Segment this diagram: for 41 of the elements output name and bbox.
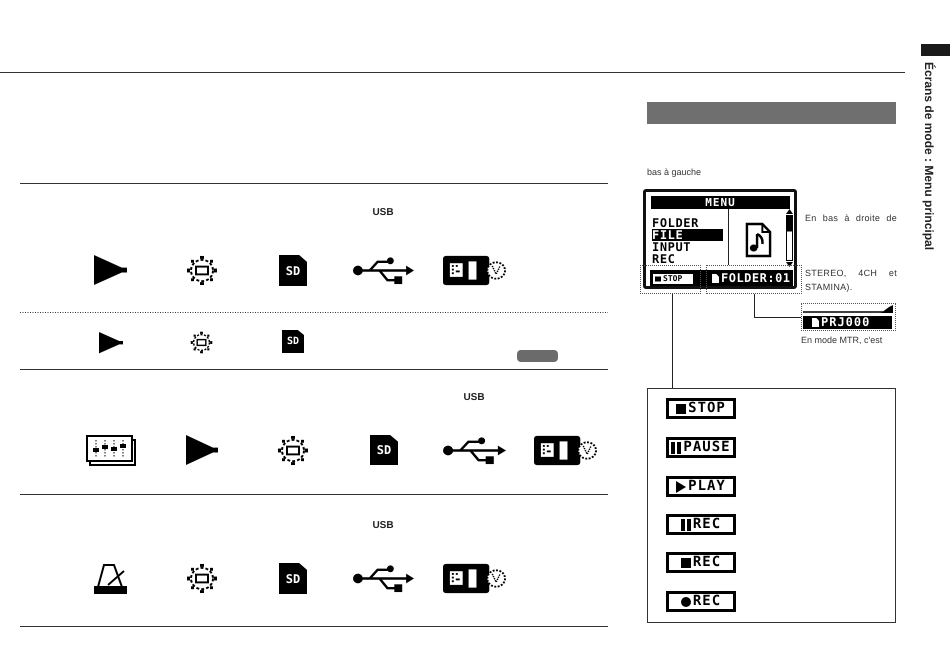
leader-line [672, 294, 673, 388]
sd-card-badge: SD [282, 330, 304, 353]
status-badge [666, 552, 736, 573]
folder-name: FOLDER:01 [721, 270, 791, 286]
status-text: REC [692, 555, 722, 570]
status-text: REC [692, 517, 722, 532]
note-text: En mode MTR, c'est [801, 334, 882, 346]
title-bar [651, 196, 790, 209]
leader-line [728, 208, 729, 266]
leader-line [754, 294, 802, 318]
status-text: STOP [688, 401, 726, 416]
callout-frame [801, 303, 896, 331]
column-label: USB [462, 392, 486, 404]
legend-panel [647, 388, 896, 623]
sd-card-badge: SD [370, 435, 398, 465]
section-title: Écrans de mode : Menu principal [922, 62, 936, 250]
status-badge [666, 591, 736, 612]
note-text: STEREO, 4CH et STAMINA). [805, 267, 897, 294]
status-text: PAUSE [683, 440, 731, 455]
menu-item: INPUT [652, 241, 692, 253]
status-badge [666, 437, 736, 458]
selected-menu-item: FILE [652, 229, 723, 241]
note-text: En bas à droite de [805, 212, 897, 224]
status-badge [666, 398, 736, 419]
menu-item: FOLDER [652, 217, 699, 229]
sd-card-badge: SD [279, 255, 307, 286]
status-text: REC [692, 594, 722, 609]
callout-frame [706, 265, 802, 294]
menu-title: MENU [704, 196, 737, 209]
sd-card-badge: SD [279, 563, 307, 594]
note-text: bas à gauche [647, 166, 702, 178]
callout-frame [640, 265, 701, 294]
lcd-screen [643, 189, 797, 289]
project-name: PRJ000 [821, 316, 870, 329]
status-text: STOP [663, 274, 682, 284]
menu-item: REC [652, 253, 676, 265]
status-badge [666, 476, 736, 497]
status-badge [666, 514, 736, 535]
column-label: USB [371, 520, 395, 532]
status-text: PLAY [688, 479, 726, 494]
column-label: USB [371, 207, 395, 219]
